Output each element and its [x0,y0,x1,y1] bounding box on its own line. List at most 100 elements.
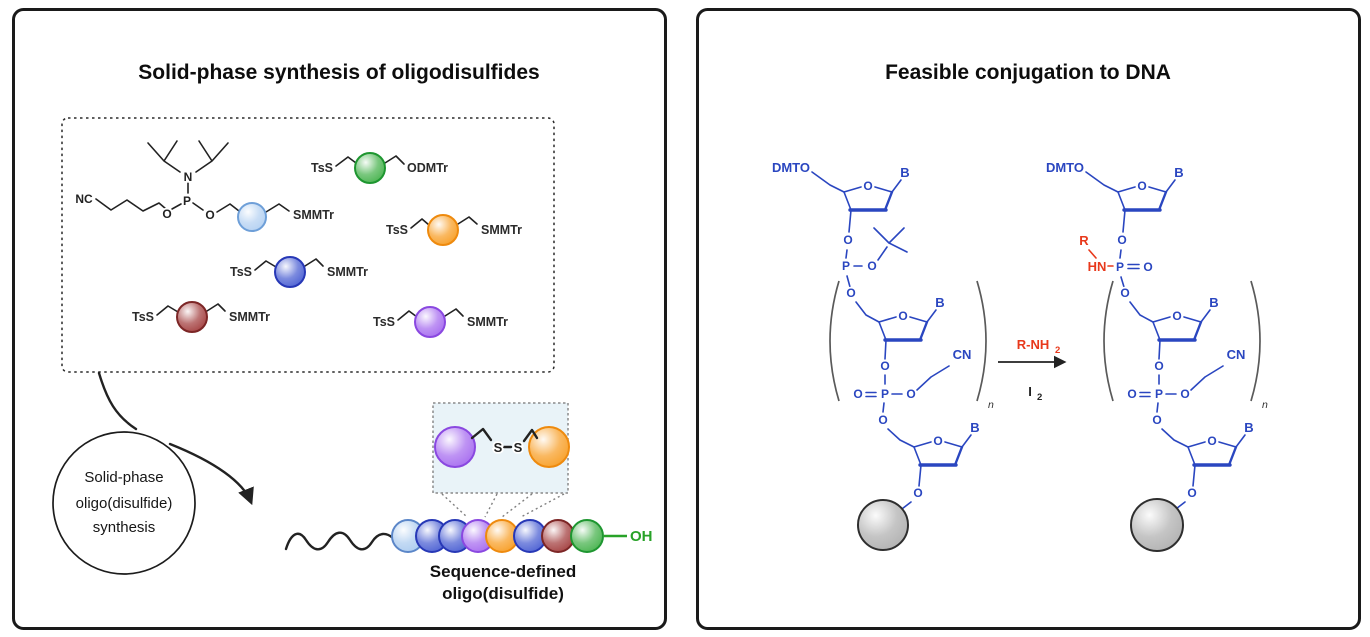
inset-connector-lines [441,493,565,518]
o-label: O [1143,260,1152,274]
darkred-monomer-structure: TsS SMMTr [131,301,272,333]
tss-label: TsS [311,161,333,175]
sphere-highlight [276,258,304,286]
sphere-highlight [530,428,568,466]
cycle-line3: synthesis [93,519,156,536]
sphere-highlight [178,303,206,331]
sphere-highlight [1132,500,1182,550]
r-hn-bond [1088,249,1097,259]
tert-butyl-group [873,227,908,261]
bead-highlight [515,521,545,551]
cycle-line1: Solid-phase [84,469,163,486]
p-label: P [1155,387,1163,401]
bond [470,427,493,442]
right-panel-frame [696,8,1361,630]
sphere-highlight [859,501,907,549]
o-label: O [913,486,922,500]
cn-label: CN [953,347,972,362]
phosphoramidite-structure: NC N O P O SMMTr [74,140,336,232]
smmtr-label: SMMTr [229,310,270,324]
bead-highlight [463,521,493,551]
close-paren [1250,280,1261,402]
bead-highlight [572,521,602,551]
o-label: O [1152,413,1161,427]
o-label: O [1180,387,1189,401]
o-label: O [1117,233,1126,247]
dmto-label: DMTO [772,160,810,175]
p-double-bond-o [1127,263,1140,270]
cyanoethyl-chain [916,365,950,391]
o-label: O [853,387,862,401]
reaction-arrow-group: R-NH 2 I 2 [998,335,1067,403]
reagent-subscript: 2 [1055,345,1060,356]
o-label: O [878,413,887,427]
o-label: O [1120,286,1129,300]
smmtr-label: SMMTr [481,223,522,237]
o-label: O [1154,359,1163,373]
tss-label: TsS [386,223,408,237]
bead-highlight [543,521,573,551]
chain-caption-line1: Sequence-defined [430,562,576,581]
cn-label: CN [1227,347,1246,362]
o-label: O [162,207,171,221]
bead-highlight [393,521,423,551]
close-paren [976,280,987,402]
arrow-cycle-to-chain [168,442,254,506]
orange-monomer-structure: TsS SMMTr [385,214,524,246]
right-panel-title: Feasible conjugation to DNA [885,61,1171,84]
bond [522,428,539,443]
repeat-n: n [1262,399,1268,411]
o-label: O [205,208,214,222]
smmtr-label: SMMTr [467,315,508,329]
p-label: P [1116,260,1124,274]
sphere-highlight [416,308,444,336]
p-double-bond-o [865,391,877,398]
o-label: O [1187,486,1196,500]
oxidant-subscript: 2 [1037,392,1042,403]
smmtr-label: SMMTr [293,208,334,222]
right-panel: Feasible conjugation to DNA DMTO O P O O… [696,8,1361,630]
r-label: R [1079,233,1089,248]
chain-caption-line2: oligo(disulfide) [442,584,564,603]
open-paren [829,280,840,402]
dna-product-structure: DMTO O R HN P O O n O P O [1044,158,1268,552]
o-label: O [880,359,889,373]
monomer-library-box [61,117,555,373]
arrow-box-to-cycle [97,371,138,431]
smmtr-label: SMMTr [327,265,368,279]
bead-highlight [487,521,517,551]
cyanoethyl-chain [1190,365,1224,391]
dna-reactant-structure: DMTO O P O O n O P O O CN [770,158,994,551]
oh-label: OH [630,528,653,545]
repeat-n: n [988,399,994,411]
p-double-bond-o [1139,391,1151,398]
sulfur-label: S [514,440,523,455]
bead-highlight [440,521,470,551]
reagent-label: R-NH [1017,337,1050,352]
open-paren [1103,280,1114,402]
sphere-highlight [429,216,457,244]
tss-label: TsS [373,315,395,329]
disulfide-inset: S S [432,402,570,518]
p-label: P [842,259,850,273]
green-monomer-structure: TsS ODMTr [310,152,450,184]
purple-monomer-structure: TsS SMMTr [372,306,510,338]
p-label: P [183,194,191,208]
sulfur-label: S [494,440,503,455]
cycle-line2: oligo(disulfide) [76,495,173,512]
sphere-highlight [356,154,384,182]
support-squiggle [284,531,395,551]
oxidant-label: I [1028,384,1032,399]
p-label: P [881,387,889,401]
o-label: O [906,387,915,401]
tss-label: TsS [230,265,252,279]
blue-monomer-structure: TsS SMMTr [229,256,370,288]
odmtr-label: ODMTr [407,161,448,175]
n-label: N [184,170,193,184]
sphere-highlight [239,204,265,230]
left-panel-title: Solid-phase synthesis of oligodisulfides [138,61,539,84]
left-panel: Solid-phase synthesis of oligodisulfides… [12,8,667,630]
synthesis-cycle: Solid-phase oligo(disulfide) synthesis [52,371,254,575]
